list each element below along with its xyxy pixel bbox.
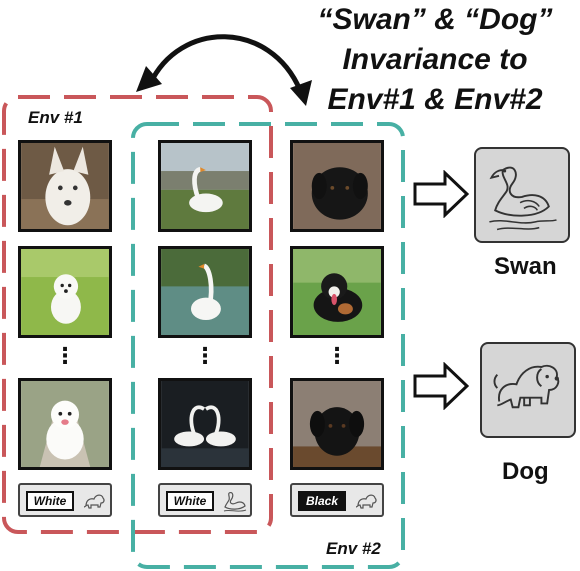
photo-white-dog-grass: [18, 246, 112, 338]
photo-white-swan-pond: [158, 246, 252, 338]
attribute-box-col2: White: [158, 483, 252, 517]
attribute-box-col1: White: [18, 483, 112, 517]
attribute-box-col3: Black: [290, 483, 384, 517]
dog-outline-icon: [493, 364, 560, 409]
arrowhead-left: [136, 66, 162, 92]
env1-label: Env #1: [28, 108, 83, 127]
dog-outline-icon: [83, 494, 105, 509]
env1-frame: [2, 95, 273, 534]
black-dog-illustration: [293, 143, 381, 229]
attribute-chip-white: White: [26, 491, 74, 511]
attribute-chip-black: Black: [298, 491, 346, 511]
white-swan-illustration: [161, 381, 249, 467]
swan-outline-icon: [223, 491, 247, 512]
class-label-swan: Swan: [494, 253, 557, 280]
white-swan-illustration: [161, 143, 249, 229]
diagram-title: “Swan” & “Dog” Invariance to Env#1 & Env…: [290, 0, 580, 120]
ellipsis-col2: ⋮: [194, 343, 216, 368]
dog-outline-icon: [355, 494, 377, 509]
class-label-dog: Dog: [502, 458, 549, 485]
photo-black-puppy: [290, 378, 384, 470]
black-dog-illustration: [293, 249, 381, 335]
class-box-dog: [480, 342, 576, 438]
white-dog-illustration: [21, 249, 109, 335]
class-box-swan: [474, 147, 570, 243]
env2-frame: [131, 122, 405, 569]
title-line-2: Invariance to: [342, 43, 528, 76]
white-dog-illustration: [21, 381, 109, 467]
photo-black-dog-bernese: [290, 246, 384, 338]
photo-white-dog-husky: [18, 140, 112, 232]
black-dog-illustration: [293, 381, 381, 467]
env2-label: Env #2: [326, 539, 381, 558]
curved-double-arrow: [147, 34, 303, 91]
ellipsis-col3: ⋮: [326, 343, 348, 368]
photo-white-dog-path: [18, 378, 112, 470]
photo-white-swan-grass: [158, 140, 252, 232]
white-swan-illustration: [161, 249, 249, 335]
photo-white-swans-heart: [158, 378, 252, 470]
title-line-1: “Swan” & “Dog”: [317, 3, 553, 36]
arrow-to-dog: [413, 362, 469, 410]
attribute-chip-white: White: [166, 491, 214, 511]
ellipsis-col1: ⋮: [54, 343, 76, 368]
swan-outline-icon: [489, 166, 557, 231]
white-dog-illustration: [21, 143, 109, 229]
arrowhead-right: [290, 80, 312, 106]
title-line-3: Env#1 & Env#2: [327, 83, 543, 116]
arrow-to-swan: [413, 170, 469, 218]
photo-black-dog-lying: [290, 140, 384, 232]
